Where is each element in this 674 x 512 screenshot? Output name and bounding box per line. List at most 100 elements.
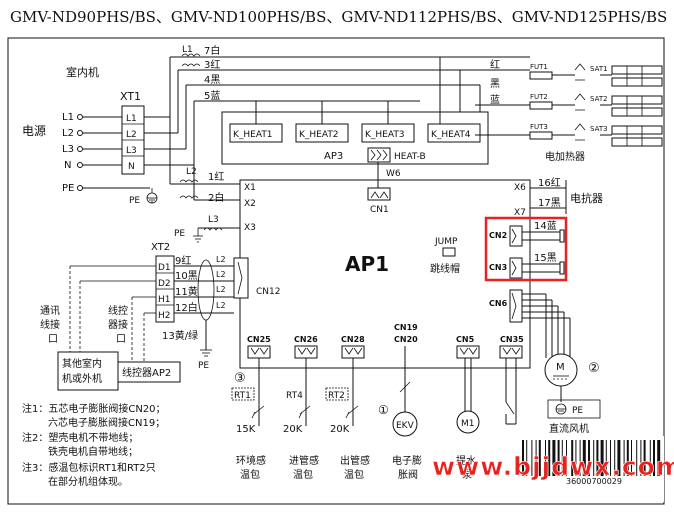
l2-coil-label: L2 — [186, 167, 197, 177]
barcode-bar — [623, 440, 625, 476]
xt1-terminal: L1 — [126, 114, 137, 124]
sat-label: SAT3 — [590, 125, 608, 133]
eev-label: 胀阀 — [398, 468, 418, 481]
sat-label: SAT1 — [590, 65, 608, 73]
cn12-label: CN12 — [256, 287, 280, 297]
xt1-label: XT1 — [120, 90, 141, 103]
ground-icon — [200, 349, 212, 357]
wired-ctrl-label: 器接 — [108, 318, 128, 331]
fuse-label: FUT1 — [530, 63, 548, 71]
sensor-label: RT4 — [286, 391, 303, 401]
barcode-bar — [571, 440, 574, 476]
fuse — [529, 71, 553, 80]
barcode-bar — [610, 440, 611, 476]
barcode-bar — [626, 440, 629, 476]
barcode-bar — [657, 440, 661, 476]
indoor-unit-label: 室内机 — [66, 65, 99, 79]
l3-coil-label: L3 — [208, 215, 219, 225]
ground-icon — [146, 188, 158, 204]
motor-label: M — [556, 362, 565, 373]
wire-label: 3红 — [204, 58, 220, 71]
xt2-terminal: H2 — [158, 311, 171, 321]
barcode-bar — [614, 440, 616, 476]
barcode-bar — [649, 440, 651, 476]
k-heat-label: K_HEAT3 — [365, 130, 405, 140]
reactor-label: 电抗器 — [570, 191, 603, 205]
fuse-label: FUT2 — [530, 93, 548, 101]
wired-ctrl-box — [117, 361, 181, 383]
barcode-bar — [522, 440, 524, 476]
heater-label: 电加热器 — [545, 150, 585, 163]
sensor-label: RT2 — [328, 391, 345, 401]
barcode-bar — [535, 440, 537, 476]
m1-label: M1 — [461, 419, 475, 429]
highlight-box — [484, 216, 568, 282]
wire-label: 5蓝 — [204, 90, 220, 102]
ground-icon — [555, 403, 567, 415]
w6-label: W6 — [386, 169, 401, 179]
barcode-bar — [579, 440, 581, 476]
k-heat-label: K_HEAT4 — [431, 130, 471, 140]
fuse — [529, 101, 553, 110]
barcode-bar — [575, 440, 577, 476]
connector-label: CN19 — [394, 323, 418, 332]
pe-label: PE — [129, 196, 140, 206]
wire-label: 黑 — [490, 78, 500, 90]
sensor-label: RT1 — [234, 391, 251, 401]
xt2-label: XT2 — [151, 242, 170, 253]
heat-b-label: HEAT-B — [394, 152, 426, 162]
x7-label: X7 — [514, 208, 526, 218]
k-heat4-relay — [427, 123, 481, 143]
connector-label: CN5 — [456, 335, 475, 344]
barcode-digits: 36000700029 — [566, 477, 622, 486]
wire-label: 7白 — [204, 44, 220, 57]
xt2-terminal: D2 — [158, 279, 171, 289]
x6-wire-label: 16红 — [538, 176, 561, 189]
fuse — [529, 131, 553, 140]
note-line: 注2：塑壳电机不带地线； — [22, 431, 138, 444]
cn2-label: CN2 — [489, 231, 507, 240]
heater-elements — [600, 65, 663, 147]
pump-motor-icon — [456, 410, 480, 434]
other-units-label: 机或外机 — [62, 372, 102, 385]
barcode-bar — [548, 440, 551, 476]
cn2-wire-label: 14蓝 — [534, 220, 557, 232]
xt1-terminal: L2 — [126, 130, 137, 140]
power-source-label: 电源 — [22, 124, 46, 138]
thermal-switch-icon — [574, 63, 586, 141]
sensor-name: 环境感 — [236, 454, 266, 467]
x-term-label: X1 — [244, 183, 256, 193]
ap1-label: AP1 — [345, 252, 389, 276]
comm-label: 口 — [48, 334, 58, 345]
xt1-terminal: N — [128, 162, 135, 172]
connector-label: CN20 — [394, 335, 418, 344]
wired-ctrl-label: 线控 — [108, 304, 128, 317]
pe-wire-label: 13黄/绿 — [162, 329, 198, 342]
connector-label: CN25 — [247, 335, 271, 344]
note-line: 铁壳电机自带地线； — [48, 445, 138, 458]
wired-ctrl-ap2-label: 线控器AP2 — [122, 366, 171, 379]
wired-ctrl-label: 口 — [116, 334, 126, 345]
xt2-terminal: H1 — [158, 295, 171, 305]
k-heat-label: K_HEAT2 — [299, 130, 339, 140]
watermark: www.bjjdwx.com — [432, 452, 674, 481]
cn6-label: CN6 — [489, 299, 508, 308]
l2-coil-label: L2 — [216, 301, 226, 310]
barcode-bar — [531, 440, 533, 476]
x6-label: X6 — [514, 183, 526, 193]
jump-label: JUMP — [434, 237, 458, 247]
ap3-label: AP3 — [324, 151, 343, 162]
barcode-bar — [526, 440, 528, 476]
power-input-label: L3 — [62, 144, 74, 155]
sensor-name: 温包 — [293, 468, 313, 481]
connector-label: CN35 — [500, 335, 524, 344]
dc-fan-label: 直流风机 — [549, 422, 589, 435]
xt2-terminal: D1 — [158, 263, 171, 273]
mark-2: ② — [588, 361, 600, 376]
other-units-label: 其他室内 — [62, 357, 102, 370]
notes: 注1：五芯电子膨胀阀接CN20； 六芯电子膨胀阀接CN19； 注2：塑壳电机不带… — [22, 402, 166, 488]
jump-cn-label: 跳线帽 — [430, 262, 460, 275]
ekv-label: EKV — [396, 421, 415, 431]
barcode-bar — [631, 440, 632, 476]
